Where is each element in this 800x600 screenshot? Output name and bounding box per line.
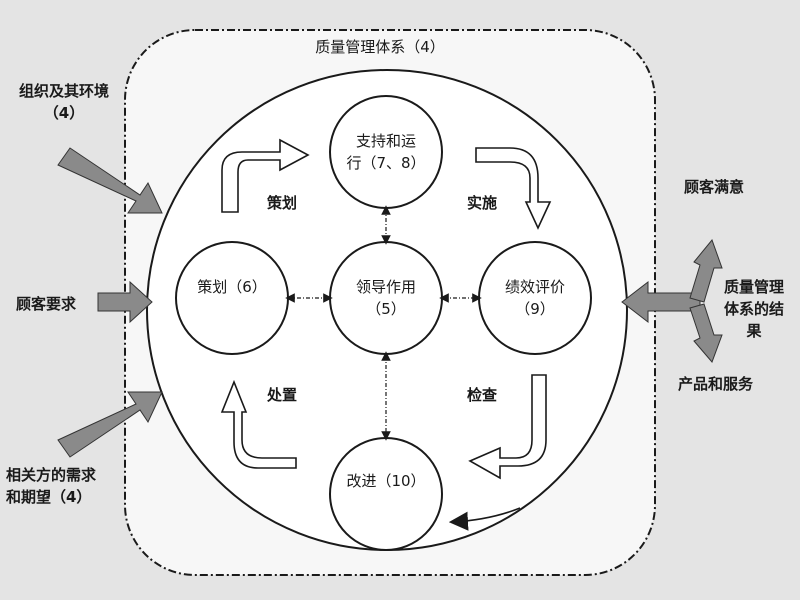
input-customer-req: 顾客要求 [16,295,77,313]
node-planning [175,241,289,355]
check-arrow [468,374,547,480]
input-org-context-line2: （4） [43,104,85,122]
node-leadership-line2: （5） [366,300,406,318]
input-arrow-org-context [57,147,163,214]
output-results-line3: 果 [746,322,762,340]
input-arrow-customer-req [97,280,153,324]
do-arrow [475,147,552,230]
input-interested-parties-line1: 相关方的需求 [6,466,97,484]
node-improvement [329,437,443,551]
node-planning-label: 策划（6） [197,278,267,296]
input-org-context-line1: 组织及其环境 [18,82,109,100]
node-performance-evaluation-line2: （9） [515,300,555,318]
node-improvement-label: 改进（10） [346,472,426,490]
cycle-act-label: 处置 [266,386,297,404]
output-satisfaction: 顾客满意 [684,178,745,196]
output-arrow-results [621,238,723,363]
node-performance-evaluation-line1: 绩效评价 [504,278,565,296]
system-title: 质量管理体系（4） [315,38,445,56]
output-results-line2: 体系的结 [724,300,785,318]
output-results: 质量管理 体系的结 果 [724,276,784,342]
node-leadership-line1: 领导作用 [355,278,416,296]
node-leadership-label: 领导作用 （5） [330,276,442,320]
output-results-line1: 质量管理 [724,278,785,296]
node-support-operation-label: 支持和运 行（7、8） [330,130,442,174]
input-org-context: 组织及其环境 （4） [6,80,122,124]
input-arrow-interested-parties [57,391,163,458]
output-products: 产品和服务 [678,375,754,393]
input-interested-parties-line2: 和期望（4） [6,488,92,506]
act-arrow [220,379,297,469]
cycle-return-arrow [448,507,521,531]
cycle-do-label: 实施 [466,194,497,212]
node-performance-evaluation-label: 绩效评价 （9） [479,276,591,320]
plan-arrow [221,138,310,213]
input-interested-parties: 相关方的需求 和期望（4） [6,464,96,508]
cycle-check-label: 检查 [466,386,497,404]
cycle-plan-label: 策划 [266,194,297,212]
node-support-operation-line2: 行（7、8） [346,154,426,172]
node-support-operation-line1: 支持和运 [355,132,416,150]
